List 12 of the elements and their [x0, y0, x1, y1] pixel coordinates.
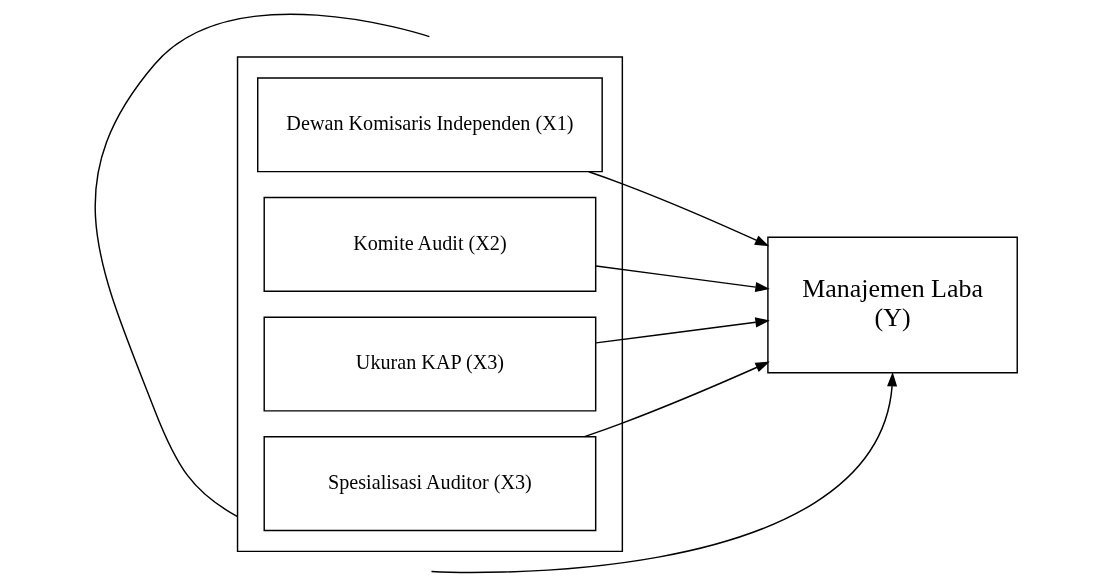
node-box: Dewan Komisaris Independen (X1)	[257, 77, 603, 173]
arrow	[595, 317, 770, 344]
node-box: Manajemen Laba (Y)	[767, 236, 1018, 374]
arrow	[588, 171, 770, 247]
connector	[94, 13, 431, 518]
node-box: Ukuran KAP (X3)	[263, 316, 597, 412]
arrow	[430, 371, 898, 574]
arrow	[595, 265, 770, 293]
node-box: Spesialisasi Auditor (X3)	[263, 436, 597, 532]
arrow	[583, 361, 770, 438]
node-box: Komite Audit (X2)	[263, 196, 597, 292]
cluster	[236, 56, 624, 553]
